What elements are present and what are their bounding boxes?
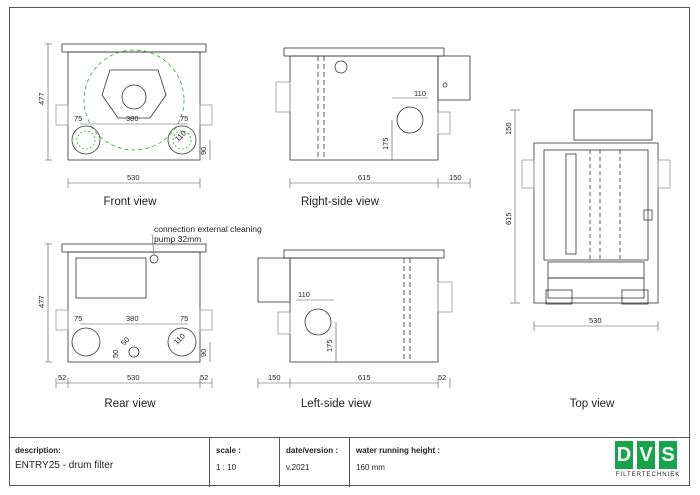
scale-cell: scale : 1 : 10	[209, 438, 279, 487]
cleaning-pump-note-line1: connection external cleaning	[154, 224, 262, 234]
scale-label: scale :	[216, 446, 241, 455]
date-value: v.2021	[286, 463, 310, 472]
dim-rear-52-left: 52	[58, 373, 66, 382]
water-height-cell: water running height : 160 mm	[349, 438, 603, 487]
dim-top-615: 615	[504, 212, 513, 225]
front-view-label: Front view	[103, 196, 157, 208]
date-cell: date/version : v.2021	[279, 438, 349, 487]
left-view-drawing	[257, 249, 453, 363]
left-view-label: Left-side view	[300, 398, 372, 410]
dim-rear-height: 477	[37, 295, 46, 308]
front-dimensions	[45, 43, 211, 188]
description-value: ENTRY25 - drum filter	[15, 460, 114, 471]
dim-left-110: 110	[298, 290, 310, 299]
rear-dimensions	[45, 233, 213, 388]
top-dimensions	[510, 109, 659, 331]
dim-front-75-left: 75	[74, 114, 82, 123]
dim-right-150: 150	[449, 173, 462, 182]
logo-letter-v: V	[637, 441, 655, 469]
dim-left-150: 150	[268, 373, 281, 382]
top-view-label: Top view	[569, 398, 615, 410]
dim-rear-90: 90	[199, 349, 208, 357]
dim-rear-75-right: 75	[180, 314, 188, 323]
dim-rear-52-right: 52	[200, 373, 208, 382]
left-dimensions	[257, 299, 451, 388]
dim-rear-75-left: 75	[74, 314, 82, 323]
dim-right-615: 615	[358, 173, 371, 182]
dim-top-150: 150	[504, 122, 513, 135]
dim-front-75-right: 75	[180, 114, 188, 123]
dim-rear-110: 110	[172, 332, 187, 347]
dim-right-175: 175	[381, 137, 390, 150]
dim-left-615: 615	[358, 373, 371, 382]
water-height-value: 160 mm	[356, 463, 385, 472]
dim-left-175: 175	[325, 339, 334, 352]
dim-right-110: 110	[414, 89, 426, 98]
top-view-drawing	[521, 109, 671, 305]
dim-rear-50b: 50	[119, 335, 131, 347]
right-view-drawing	[275, 47, 471, 161]
dim-front-110: 110	[173, 129, 188, 144]
front-view-drawing	[55, 43, 213, 161]
right-dimensions	[289, 97, 471, 188]
dim-left-52: 52	[438, 373, 446, 382]
description-label: description:	[15, 446, 61, 455]
title-block: description: ENTRY25 - drum filter scale…	[9, 437, 690, 487]
rear-view-label: Rear view	[104, 398, 156, 410]
dim-top-530: 530	[589, 316, 602, 325]
right-view-label: Right-side view	[301, 196, 379, 208]
water-height-label: water running height :	[356, 446, 440, 455]
description-cell: description: ENTRY25 - drum filter	[9, 438, 209, 487]
cleaning-pump-note: connection external cleaning pump 32mm	[154, 224, 262, 244]
dim-front-90: 90	[199, 147, 208, 155]
dim-front-width: 530	[127, 173, 140, 182]
dvs-logo: D V S FILTERTECHNIEK	[603, 437, 690, 486]
scale-value: 1 : 10	[216, 463, 237, 472]
dim-front-380: 380	[126, 114, 139, 123]
logo-letter-s: S	[659, 441, 677, 469]
logo-subtitle: FILTERTECHNIEK	[615, 472, 681, 478]
dim-rear-50a: 50	[111, 350, 120, 358]
date-label: date/version :	[286, 446, 339, 455]
logo-letter-d: D	[615, 441, 633, 469]
cleaning-pump-note-line2: pump 32mm	[154, 234, 202, 244]
rear-view-drawing	[55, 243, 213, 363]
dim-front-height: 477	[37, 92, 46, 105]
dim-rear-width: 530	[127, 373, 140, 382]
dim-rear-380: 380	[126, 314, 139, 323]
